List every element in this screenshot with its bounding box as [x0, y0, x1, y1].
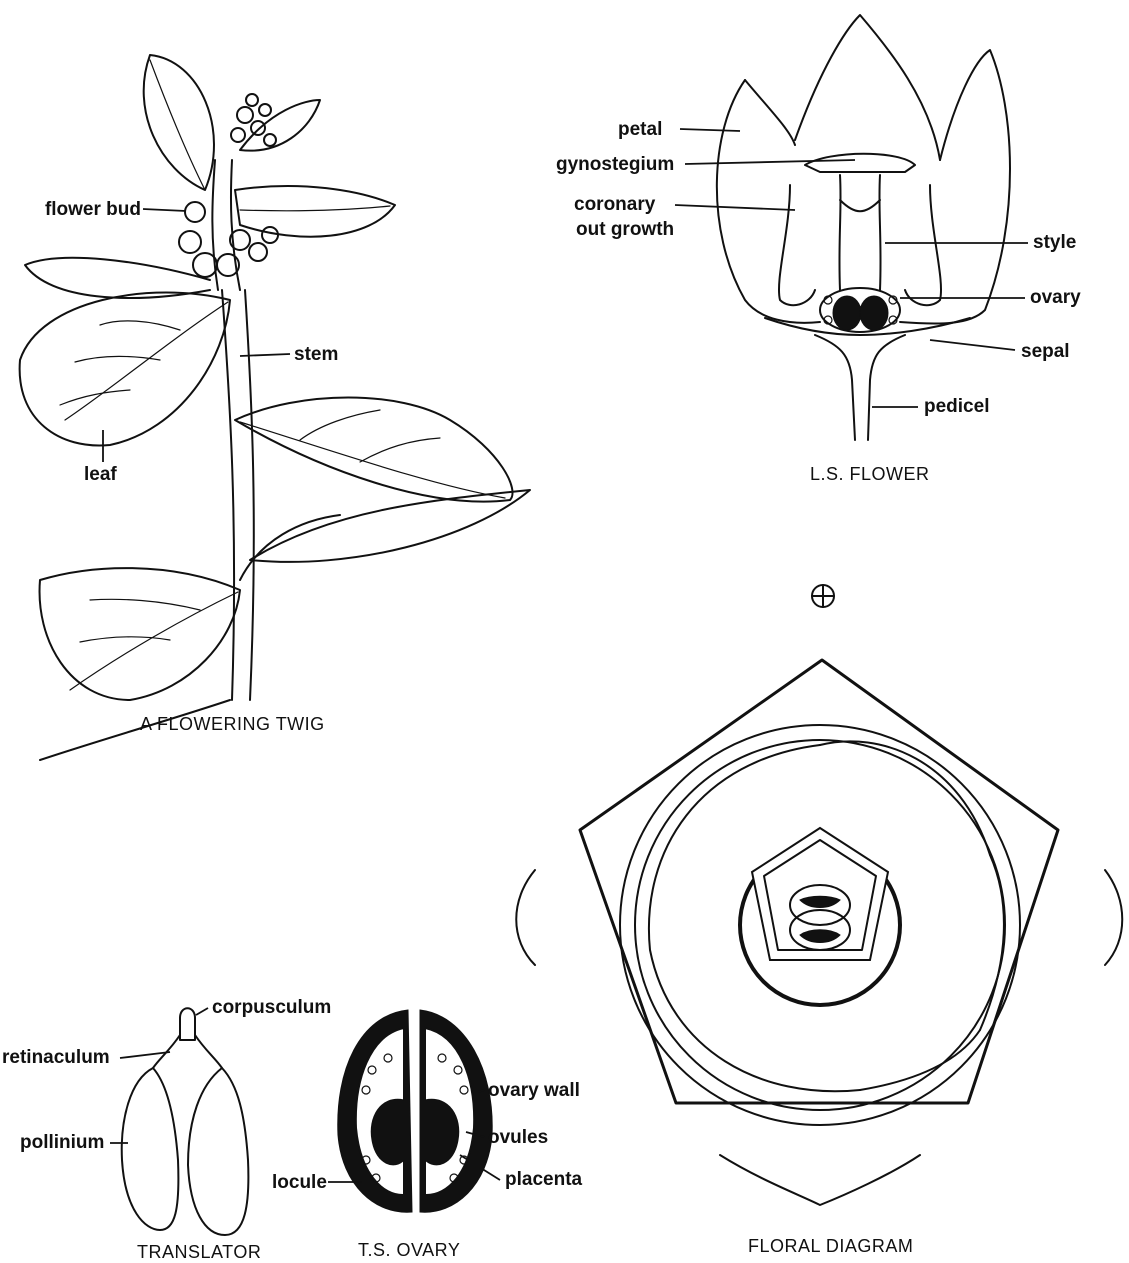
label-petal: petal	[618, 119, 662, 140]
label-locule: locule	[272, 1172, 327, 1193]
floral-diagram-illustration	[516, 660, 1122, 1205]
label-retinaculum: retinaculum	[2, 1047, 110, 1068]
leader-sepal	[930, 340, 1015, 350]
caption-ts-ovary: T.S. OVARY	[358, 1240, 460, 1260]
label-coronary: coronary	[574, 194, 656, 215]
translator-illustration	[122, 1008, 249, 1235]
leader-flower-bud	[143, 209, 186, 211]
label-ovary-wall: ovary wall	[488, 1080, 580, 1101]
leader-gynostegium	[685, 160, 855, 164]
flower-bud-cluster	[179, 202, 278, 277]
label-leaf: leaf	[84, 464, 117, 485]
label-corpusculum: corpusculum	[212, 997, 331, 1018]
flowering-twig-illustration	[20, 55, 530, 760]
label-ovules: ovules	[488, 1127, 548, 1148]
leader-petal	[680, 129, 740, 131]
label-out-growth: out growth	[576, 219, 674, 240]
label-ovary: ovary	[1030, 287, 1081, 308]
caption-floral-diagram: FLORAL DIAGRAM	[748, 1236, 913, 1256]
label-pedicel: pedicel	[924, 396, 989, 417]
label-sepal: sepal	[1021, 341, 1070, 362]
actinomorphic-symbol	[812, 585, 834, 607]
ls-flower-illustration	[717, 15, 1010, 440]
caption-ls-flower: L.S. FLOWER	[810, 464, 930, 484]
label-flower-bud: flower bud	[45, 199, 141, 220]
leader-stem	[240, 354, 290, 356]
label-stem: stem	[294, 344, 338, 365]
caption-flowering-twig: A FLOWERING TWIG	[140, 714, 325, 734]
caption-translator: TRANSLATOR	[137, 1242, 261, 1262]
label-style: style	[1033, 232, 1076, 253]
label-pollinium: pollinium	[20, 1132, 104, 1153]
label-placenta: placenta	[505, 1169, 583, 1190]
leader-coronary	[675, 205, 795, 210]
label-gynostegium: gynostegium	[556, 154, 674, 175]
leader-corpusculum	[196, 1008, 208, 1015]
